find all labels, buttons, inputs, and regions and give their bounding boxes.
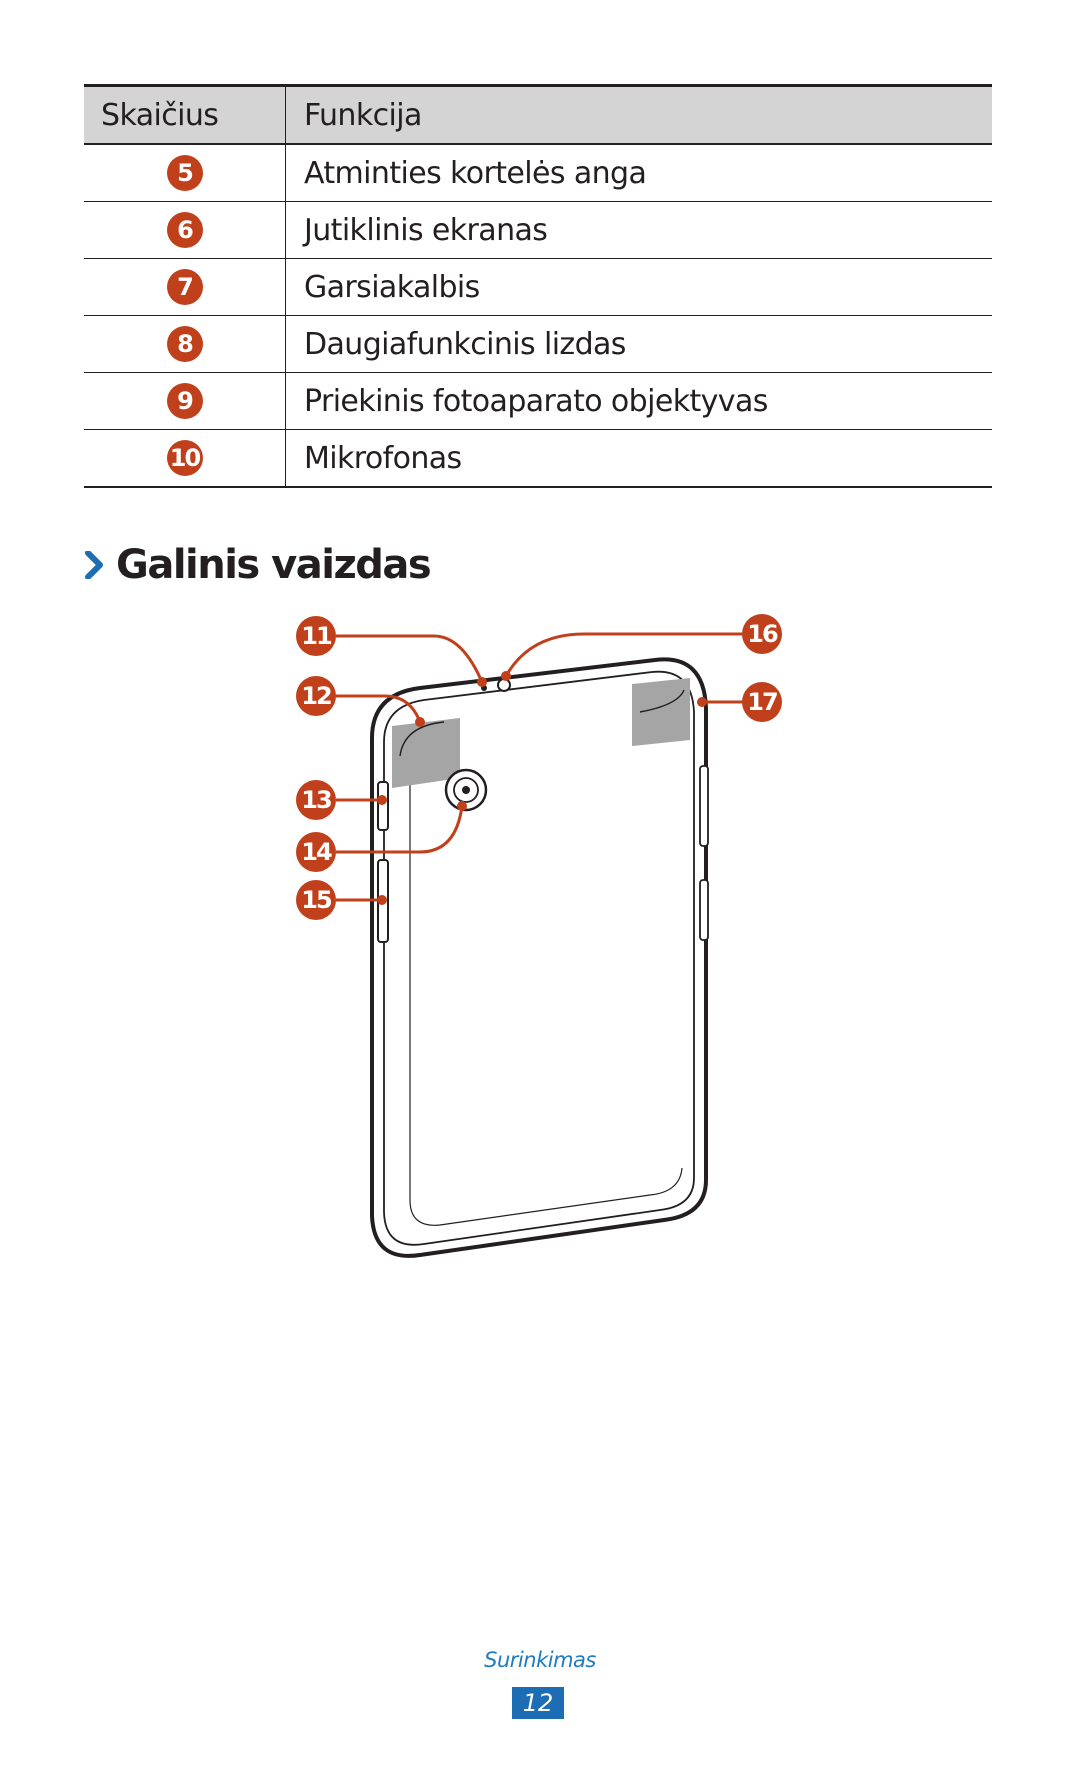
callout-11: 11 — [296, 616, 336, 656]
callout-12: 12 — [296, 676, 336, 716]
row-function: Jutiklinis ekranas — [285, 201, 992, 259]
header-function: Funkcija — [285, 84, 992, 145]
side-button-lower — [377, 859, 389, 943]
footer-section-label: Surinkimas — [484, 1648, 596, 1672]
table-row: 8 Daugiafunkcinis lizdas — [84, 315, 992, 373]
headset-jack — [497, 678, 511, 692]
number-badge: 6 — [166, 212, 203, 249]
page-number: 12 — [512, 1687, 564, 1719]
table-row: 9 Priekinis fotoaparato objektyvas — [84, 372, 992, 430]
row-function: Priekinis fotoaparato objektyvas — [285, 372, 992, 430]
header-number: Skaičius — [84, 84, 286, 145]
mic-hole — [481, 685, 487, 691]
chevron-right-icon — [85, 551, 103, 579]
leader-16 — [504, 632, 744, 677]
table-header-row: Skaičius Funkcija — [84, 84, 992, 145]
table-row: 6 Jutiklinis ekranas — [84, 201, 992, 259]
callout-17: 17 — [742, 682, 782, 722]
section-heading: Galinis vaizdas — [84, 542, 432, 588]
device-inner-edge — [383, 670, 695, 1246]
number-badge: 5 — [166, 155, 203, 192]
leader-14 — [336, 805, 464, 854]
speaker-area-right — [632, 678, 690, 746]
speaker-area-left — [392, 718, 460, 788]
table-row: 10 Mikrofonas — [84, 429, 992, 488]
side-button-upper — [377, 781, 389, 831]
table-row: 7 Garsiakalbis — [84, 258, 992, 316]
callout-16: 16 — [742, 614, 782, 654]
camera-lens — [444, 768, 488, 812]
back-cover-line — [409, 759, 683, 1226]
function-table: Skaičius Funkcija 5 Atminties kortelės a… — [84, 84, 992, 488]
callout-15: 15 — [296, 880, 336, 920]
number-badge: 7 — [166, 269, 203, 306]
callout-13: 13 — [296, 780, 336, 820]
table-row: 5 Atminties kortelės anga — [84, 144, 992, 202]
row-function: Garsiakalbis — [285, 258, 992, 316]
row-function: Mikrofonas — [285, 429, 992, 488]
row-function: Daugiafunkcinis lizdas — [285, 315, 992, 373]
row-function: Atminties kortelės anga — [285, 144, 992, 202]
device-outline — [370, 657, 708, 1258]
number-badge: 9 — [166, 383, 203, 420]
number-badge: 8 — [166, 326, 203, 363]
section-title: Galinis vaizdas — [116, 542, 432, 588]
leader-12 — [336, 694, 422, 723]
callout-14: 14 — [296, 832, 336, 872]
number-badge: 10 — [166, 440, 203, 477]
leader-11 — [336, 634, 484, 683]
